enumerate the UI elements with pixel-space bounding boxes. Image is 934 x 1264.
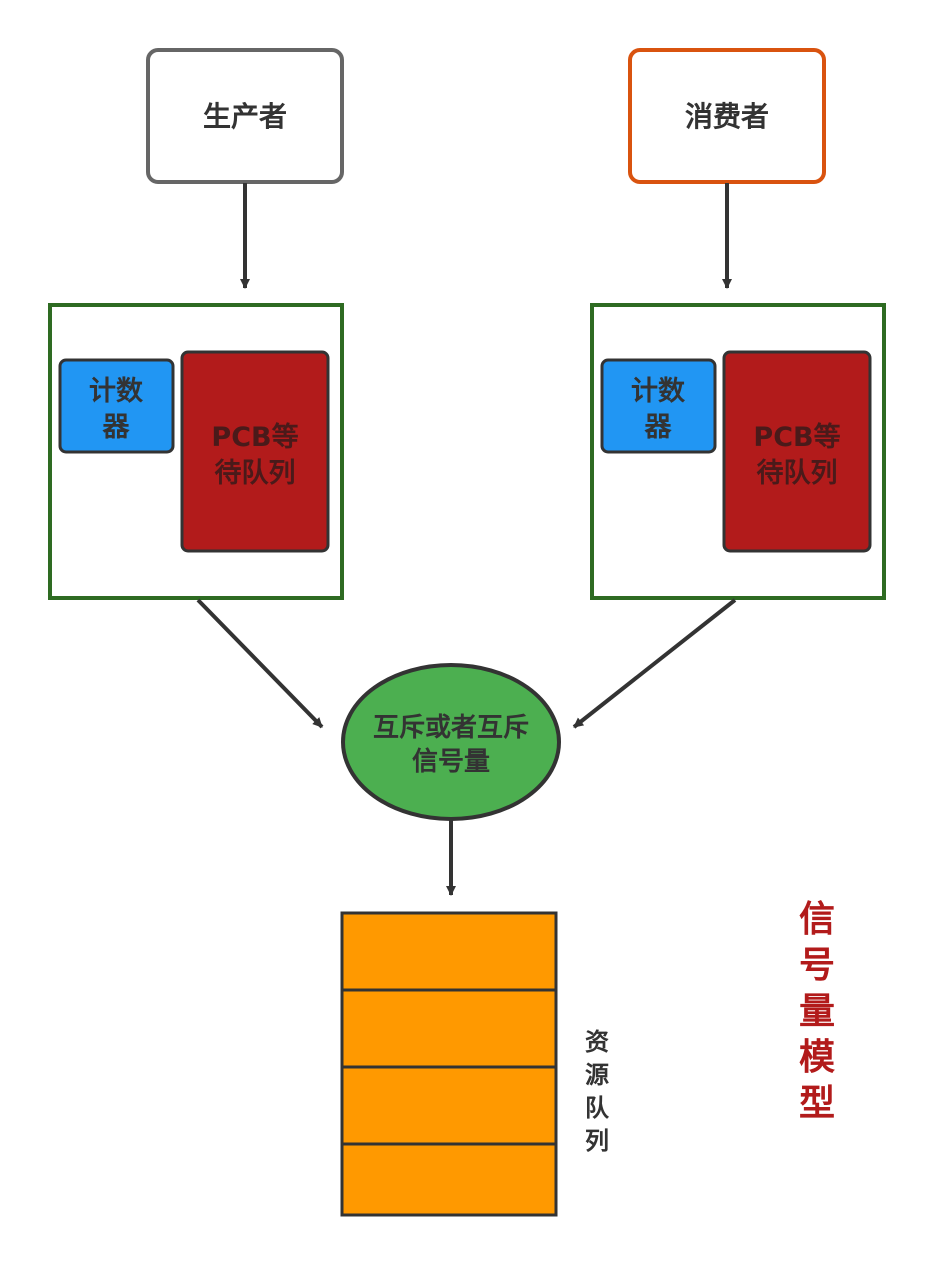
resource-label-char: 资 (585, 1028, 609, 1056)
producer-pcb-label-line2: 待队列 (215, 458, 296, 489)
consumer-semaphore-to-mutex-arrow (572, 598, 737, 729)
resource-queue (340, 911, 558, 1217)
producer-box (146, 48, 344, 184)
consumer-counter-label-line1: 计数 (631, 376, 686, 407)
mutex-label-line1: 互斥或者互斥 (373, 713, 529, 743)
consumer-pcb-label-line2: 待队列 (757, 458, 838, 489)
producer-node: 生产者 (146, 48, 344, 184)
producer-counter-box (58, 358, 175, 454)
producer-counter-label-line1: 计数 (89, 376, 144, 407)
resource-slot (340, 1065, 558, 1146)
resource-slot (340, 988, 558, 1069)
consumer-counter-box (600, 358, 717, 454)
consumer-node: 消费者 (628, 48, 826, 184)
resource-label-char: 源 (585, 1061, 609, 1089)
title-char: 型 (799, 1083, 835, 1124)
consumer-pcb-label-line1: PCB等 (753, 421, 840, 453)
title-char: 量 (799, 991, 835, 1032)
diagram-title: 信 号 量 模 型 (799, 899, 835, 1124)
mutex-node: 互斥或者互斥 信号量 (341, 663, 561, 821)
producer-semaphore-box: 计数 器 PCB等 待队列 (48, 303, 344, 600)
title-char: 模 (799, 1037, 835, 1078)
producer-semaphore-to-mutex-arrow (196, 598, 324, 729)
producer-counter-label-line2: 器 (102, 412, 131, 443)
consumer-counter-label-line2: 器 (644, 412, 673, 443)
producer-label: 生产者 (203, 100, 287, 133)
resource-label-char: 列 (585, 1127, 609, 1155)
title-char: 信 (799, 899, 835, 940)
consumer-pcb-queue-box (722, 350, 872, 553)
title-char: 号 (799, 945, 835, 986)
producer-pcb-queue-box (180, 350, 330, 553)
mutex-label-line2: 信号量 (412, 747, 490, 777)
resource-slot (340, 911, 558, 992)
resource-label-char: 队 (585, 1094, 610, 1122)
consumer-semaphore-box: 计数 器 PCB等 待队列 (590, 303, 886, 600)
consumer-label: 消费者 (685, 100, 769, 133)
producer-pcb-label-line1: PCB等 (211, 421, 298, 453)
resource-slot (340, 1142, 558, 1217)
resource-queue-label: 资 源 队 列 (585, 1028, 610, 1155)
consumer-box (628, 48, 826, 184)
